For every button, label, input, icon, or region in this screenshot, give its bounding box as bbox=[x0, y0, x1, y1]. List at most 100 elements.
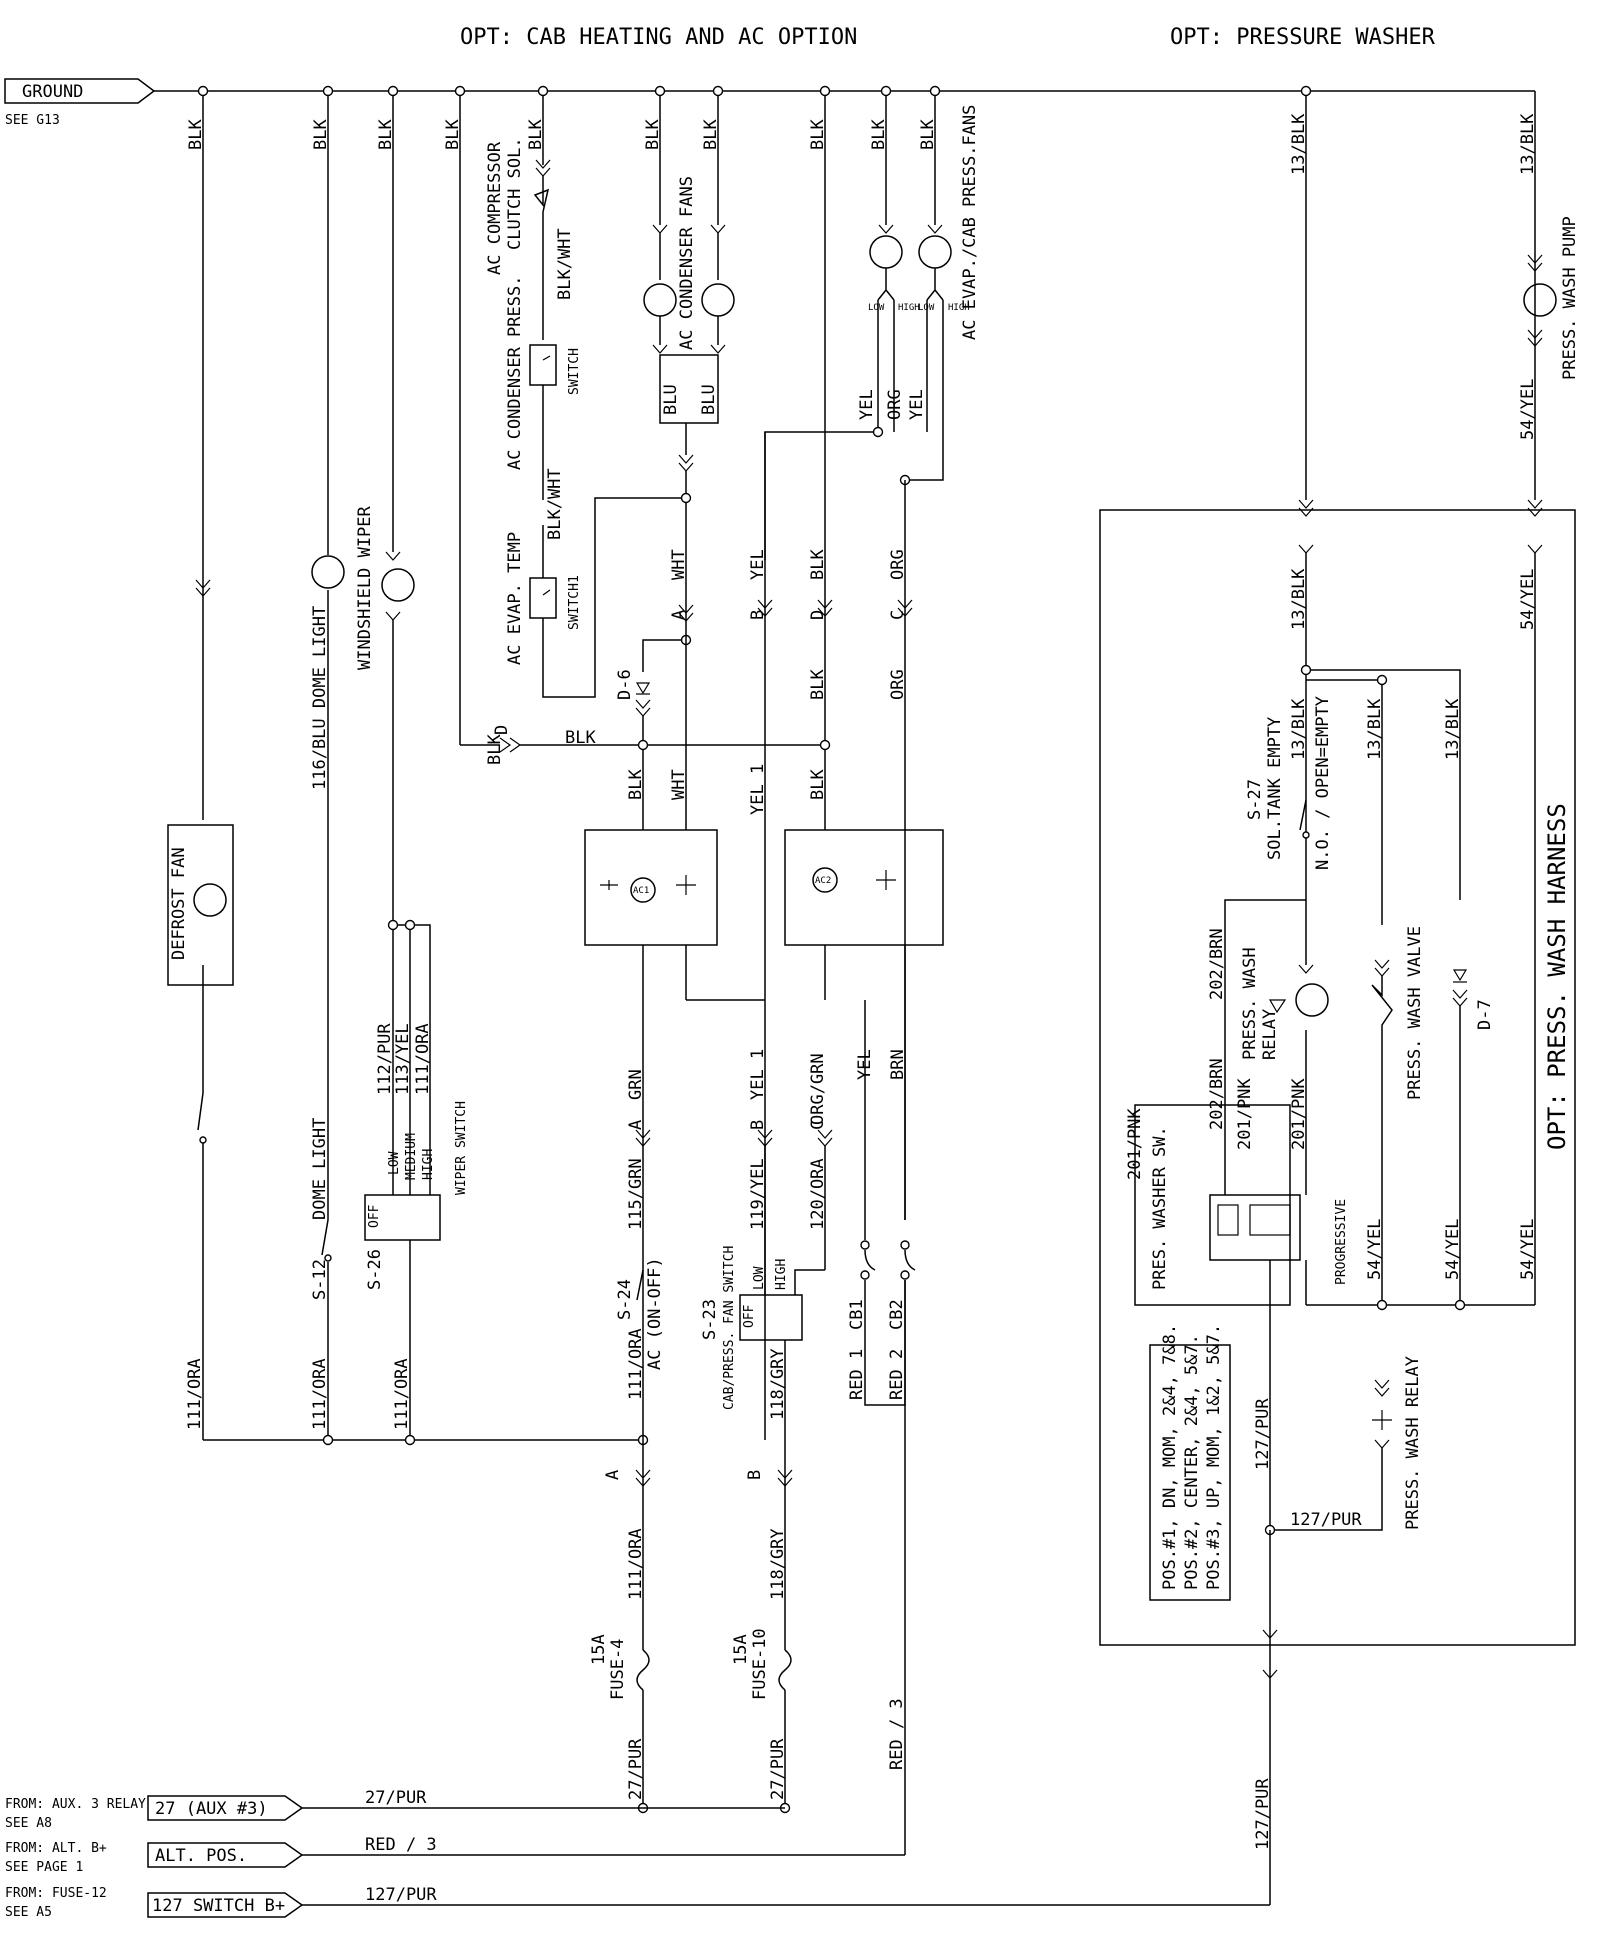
ground-drops bbox=[202, 91, 1536, 1220]
wire-label: BLK/WHT bbox=[555, 228, 575, 300]
source-see: SEE PAGE 1 bbox=[5, 1860, 83, 1875]
label-fuse10: FUSE-10 bbox=[750, 1628, 770, 1700]
wire-label: BLK bbox=[808, 769, 828, 800]
wire-label: BLK bbox=[526, 119, 546, 150]
wire-label: ORG bbox=[885, 389, 905, 420]
wire-label: YEL bbox=[907, 389, 927, 420]
wire-label: BLK bbox=[918, 119, 938, 150]
wash-pump: PRESS. WASH PUMP 54/YEL bbox=[1518, 216, 1580, 440]
label-amp15: 15A bbox=[731, 1634, 751, 1665]
wire-label: 201/PNK bbox=[1289, 1078, 1309, 1150]
wire-label: BLK bbox=[701, 119, 721, 150]
wire-label: 115/GRN bbox=[626, 1158, 646, 1230]
label-no-open: N.O. / OPEN=EMPTY bbox=[1313, 696, 1333, 870]
wire-label: 127/PUR bbox=[1290, 1510, 1362, 1530]
wire-label: 13/BLK bbox=[1289, 568, 1309, 630]
label-ac2: AC2 bbox=[815, 876, 831, 886]
label-ac1: AC1 bbox=[633, 886, 649, 896]
ground-ref: SEE G13 bbox=[5, 113, 60, 128]
label-off: OFF bbox=[367, 1204, 382, 1228]
label-relay: RELAY bbox=[1260, 1009, 1280, 1060]
wire-label: 27/PUR bbox=[626, 1738, 646, 1800]
conn-a: A bbox=[603, 1470, 623, 1480]
wire-label: YEL 1 bbox=[748, 764, 768, 815]
label-fuse4: FUSE-4 bbox=[608, 1639, 628, 1700]
fuses: 15A FUSE-4 15A FUSE-10 27/PUR 27/PUR bbox=[589, 1628, 792, 1814]
source-from: FROM: FUSE-12 bbox=[5, 1886, 107, 1901]
wire-label: BLK bbox=[565, 728, 596, 748]
wire-label: 111/ORA bbox=[392, 1358, 412, 1430]
label-wiper: WINDSHIELD WIPER bbox=[355, 505, 375, 670]
wire-label: 54/YEL bbox=[1518, 569, 1538, 630]
wire-label: 116/BLU DOME LIGHT bbox=[310, 606, 330, 790]
label-switch: SWITCH bbox=[567, 348, 582, 395]
blk-labels: BLK BLK BLK BLK BLK BLK BLK BLK BLK BLK … bbox=[186, 113, 1538, 175]
wire-label: 113/YEL bbox=[393, 1023, 413, 1095]
ora-bus bbox=[203, 1434, 649, 1446]
wire-label: 127/PUR bbox=[1253, 1778, 1273, 1850]
conn-a: A bbox=[669, 610, 689, 620]
condenser-fans: AC CONDENSER FANS BLU BLU WHT bbox=[643, 176, 735, 605]
conn-a: A bbox=[626, 1120, 646, 1130]
label-switch1: SWITCH1 bbox=[567, 575, 582, 630]
wire-label: BLK bbox=[643, 119, 663, 150]
label-compressor: AC COMPRESSOR bbox=[485, 141, 505, 275]
wire-label: 119/YEL bbox=[748, 1158, 768, 1230]
pos-3: POS.#3, UP, MOM, 1&2, 5&7. bbox=[1204, 1324, 1224, 1590]
evap-fans: LOW HIGH LOW HIGH AC EVAP./CAB PRESS.FAN… bbox=[764, 105, 980, 1440]
wire-label: 13/BLK bbox=[1365, 698, 1385, 760]
label-dome: DOME LIGHT bbox=[310, 1118, 330, 1220]
label-medium: MEDIUM bbox=[404, 1133, 419, 1180]
source-box: 27 (AUX #3) bbox=[155, 1799, 268, 1819]
wire-label: 120/ORA bbox=[808, 1158, 828, 1230]
wire-label: WHT bbox=[669, 769, 689, 800]
source-wire: RED / 3 bbox=[365, 1835, 437, 1855]
wire-label: 118/GRY bbox=[768, 1528, 788, 1600]
wire-label: YEL bbox=[857, 389, 877, 420]
dome-light: 116/BLU DOME LIGHT DOME LIGHT S-12 111/O… bbox=[310, 555, 345, 1440]
wire-label: 202/BRN bbox=[1207, 1058, 1227, 1130]
ac1-relay: BLK BLK D D-6 BLK A WHT AC1 bbox=[485, 604, 765, 1440]
label-wash-relay: PRESS. WASH RELAY bbox=[1403, 1356, 1423, 1530]
label-cab-fan-sw: CAB/PRESS. FAN SWITCH bbox=[722, 1246, 737, 1410]
label-evap-temp: AC EVAP. TEMP bbox=[505, 532, 525, 665]
header-washer: OPT: PRESSURE WASHER bbox=[1170, 25, 1436, 50]
defrost-fan: DEFROST FAN 111/ORA bbox=[167, 579, 234, 1440]
wire-label: 118/GRY bbox=[768, 1348, 788, 1420]
wire-label: BLK bbox=[485, 734, 505, 765]
source-wire: 27/PUR bbox=[365, 1788, 427, 1808]
wash-harness: OPT: PRESS. WASH HARNESS 13/BLK 54/YEL 1… bbox=[1099, 499, 1576, 1905]
wire-label: YEL bbox=[748, 549, 768, 580]
label-press-wash: PRESS. WASH bbox=[1240, 947, 1260, 1060]
wire-label: GRN bbox=[626, 1069, 646, 1100]
pos-2: POS.#2, CENTER, 2&4, 5&7. bbox=[1182, 1334, 1202, 1590]
label-washer-sw: PRES. WASHER SW. bbox=[1150, 1126, 1170, 1290]
source-box: 127 SWITCH B+ bbox=[152, 1896, 285, 1916]
source-wire: 127/PUR bbox=[365, 1885, 437, 1905]
label-s26: S-26 bbox=[365, 1249, 385, 1290]
label-sol-tank: SOL.TANK EMPTY bbox=[1265, 717, 1285, 860]
ac2-relay: D BLK BLK BLK B YEL YEL 1 C ORG ORG AC2 … bbox=[748, 432, 944, 1240]
wire-label: BLK bbox=[311, 119, 331, 150]
wire-label: BLK bbox=[808, 669, 828, 700]
wire-label: ORG/GRN bbox=[808, 1053, 828, 1125]
wire-label: BLK bbox=[808, 549, 828, 580]
wire-label: 201/PNK bbox=[1235, 1078, 1255, 1150]
wire-label: 13/BLK bbox=[1518, 113, 1538, 175]
wire-label: BLK/WHT bbox=[545, 468, 565, 540]
wire-label: 112/PUR bbox=[375, 1023, 395, 1095]
source-box: ALT. POS. bbox=[155, 1846, 247, 1866]
label-cond-press: AC CONDENSER PRESS. bbox=[505, 276, 525, 470]
wire-label: RED 1 bbox=[847, 1349, 867, 1400]
conn-d: D bbox=[492, 725, 512, 735]
wire-label: 111/ORA bbox=[310, 1358, 330, 1430]
wire-label: BLK bbox=[443, 119, 463, 150]
wire-label: BLK bbox=[808, 119, 828, 150]
wire-label: ORG bbox=[888, 669, 908, 700]
wire-label: 13/BLK bbox=[1443, 698, 1463, 760]
label-low: LOW bbox=[752, 1266, 767, 1290]
wire-label: BLK bbox=[186, 119, 206, 150]
conn-b: B bbox=[748, 610, 768, 620]
label-s27: S-27 bbox=[1245, 779, 1265, 820]
label-wash-pump: PRESS. WASH PUMP bbox=[1560, 216, 1580, 380]
